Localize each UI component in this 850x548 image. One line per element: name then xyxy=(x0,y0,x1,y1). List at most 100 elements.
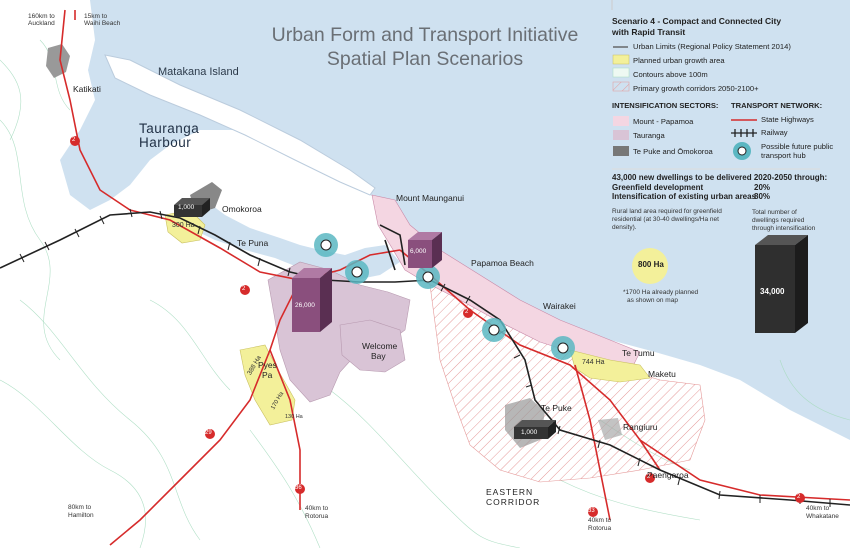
label-hamilton-2: Hamilton xyxy=(68,512,94,519)
label-hamilton-1: 80km to xyxy=(68,504,92,511)
label-welcome-1: Welcome xyxy=(362,341,398,351)
label-matakana: Matakana Island xyxy=(158,66,239,78)
label-whakatane-1: 40km to xyxy=(806,505,830,512)
label-harbour-1: Tauranga xyxy=(139,121,200,136)
hub-marker xyxy=(482,318,506,342)
total-note-2: dwellings required xyxy=(752,217,805,224)
value-744: 744 Ha xyxy=(582,359,605,366)
legend-hub-line2: transport hub xyxy=(761,151,806,160)
shield-label: 36 xyxy=(295,485,302,491)
legend-planned-growth: Planned urban growth area xyxy=(633,56,725,65)
legend-tepuke-swatch xyxy=(613,146,629,156)
legend-railway-swatch xyxy=(731,129,757,137)
intensification-heading: INTENSIFICATION SECTORS: xyxy=(612,101,719,110)
rural-note-2: residential (at 30-40 dwellings/Ha net xyxy=(612,216,719,223)
legend-growth-corridors: Primary growth corridors 2050-2100+ xyxy=(633,84,759,93)
label-waihi-1: 15km to xyxy=(84,13,108,20)
label-papamoa: Papamoa Beach xyxy=(471,258,534,268)
map-title-line1: Urban Form and Transport Initiative xyxy=(271,24,579,46)
value-omokoroa-area: 300 Ha xyxy=(172,222,195,229)
greenfield-circle xyxy=(632,248,668,284)
label-pyes-1: Pyes xyxy=(258,360,277,370)
label-paengaroa: Paengaroa xyxy=(647,470,689,480)
transport-hubs xyxy=(314,233,575,360)
label-auckland-1: 160km to xyxy=(28,13,55,20)
legend-tauranga-swatch xyxy=(613,130,629,140)
label-rotorua-e-2: Rotorua xyxy=(588,525,612,532)
legend-sector-tepuke: Te Puke and Ōmokoroa xyxy=(633,147,713,156)
matakana-island xyxy=(104,54,376,196)
shield-label: 2 xyxy=(72,137,76,143)
tower-tepuke xyxy=(514,420,556,439)
label-whakatane-2: Whakatane xyxy=(806,513,839,520)
growth-te-tumu xyxy=(569,349,651,383)
label-corridor: CORRIDOR xyxy=(486,497,541,507)
label-welcome-2: Bay xyxy=(371,351,386,361)
circle-note-1: *1700 Ha already planned xyxy=(623,289,699,296)
state-highways xyxy=(59,9,850,546)
value-tepuke-dwellings: 1,000 xyxy=(521,429,538,436)
value-130: 130 Ha xyxy=(285,414,303,420)
label-te-puke: Te Puke xyxy=(541,403,572,413)
label-katikati: Katikati xyxy=(73,84,101,94)
scenario-title-2: with Rapid Transit xyxy=(612,27,686,37)
greenfield-pct: 20% xyxy=(754,183,771,192)
value-omokoroa-dwellings: 1,000 xyxy=(178,204,195,211)
legend-hub-swatch xyxy=(733,142,751,160)
transport-heading: TRANSPORT NETWORK: xyxy=(731,101,823,110)
legend-mount-swatch xyxy=(613,116,629,126)
legend-state-highways: State Highways xyxy=(761,115,814,124)
railway-ties xyxy=(19,208,831,507)
rural-note-1: Rural land area required for greenfield xyxy=(612,208,722,215)
circle-note-2: as shown on map xyxy=(627,297,678,304)
tower-tauranga xyxy=(292,268,332,332)
greenfield-label: Greenfield development xyxy=(612,183,704,192)
label-te-puna: Te Puna xyxy=(237,238,269,248)
rangiuru-area xyxy=(598,418,622,440)
harbour xyxy=(175,200,400,280)
label-rotorua-w-1: 40km to xyxy=(305,505,329,512)
shield-label: 29 xyxy=(205,430,212,436)
hub-marker xyxy=(551,336,575,360)
label-auckland-2: Auckland xyxy=(28,20,55,27)
map-title-line2: Spatial Plan Scenarios xyxy=(326,48,524,70)
greenfield-circle-value: 800 Ha xyxy=(638,260,664,269)
label-harbour-2: Harbour xyxy=(139,135,192,150)
tower-mount xyxy=(408,232,442,268)
label-rangiuru: Rangiuru xyxy=(623,422,658,432)
welcome-bay-area xyxy=(339,319,406,373)
total-note-3: through intensification xyxy=(752,225,816,232)
sea xyxy=(60,0,850,440)
label-mount: Mount Maunganui xyxy=(396,193,465,203)
rural-note-3: density). xyxy=(612,224,637,231)
hub-marker xyxy=(345,260,369,284)
shield-label: 2 xyxy=(242,286,246,292)
hub-marker xyxy=(416,265,440,289)
hub-marker xyxy=(314,233,338,257)
shield-label: 2 xyxy=(797,494,801,500)
shield-label: 2 xyxy=(647,474,651,480)
shield-label: 2 xyxy=(465,309,469,315)
label-maketu: Maketu xyxy=(648,369,676,379)
legend-contours: Contours above 100m xyxy=(633,70,708,79)
label-waihi-2: Waihi Beach xyxy=(84,20,121,27)
intensification-pct: 80% xyxy=(754,192,771,201)
value-mount-dwellings: 6,000 xyxy=(410,248,427,255)
label-rotorua-e-1: 40km to xyxy=(588,517,612,524)
total-note-1: Total number of xyxy=(752,209,797,216)
scenario-title-1: Scenario 4 - Compact and Connected City xyxy=(612,16,782,26)
label-omokoroa: Omokoroa xyxy=(222,204,262,214)
value-tauranga-dwellings: 26,000 xyxy=(295,302,315,309)
label-wairakei: Wairakei xyxy=(543,301,576,311)
legend-urban-limits: Urban Limits (Regional Policy Statement … xyxy=(633,42,791,51)
label-pyes-2: Pa xyxy=(262,370,273,380)
legend-contour-swatch xyxy=(612,67,630,78)
label-rotorua-w-2: Rotorua xyxy=(305,513,329,520)
label-te-tumu: Te Tumu xyxy=(622,348,655,358)
label-eastern: EASTERN xyxy=(486,487,534,497)
legend-railway: Railway xyxy=(761,128,788,137)
railway xyxy=(0,211,850,506)
legend-hub-line1: Possible future public xyxy=(761,142,834,151)
